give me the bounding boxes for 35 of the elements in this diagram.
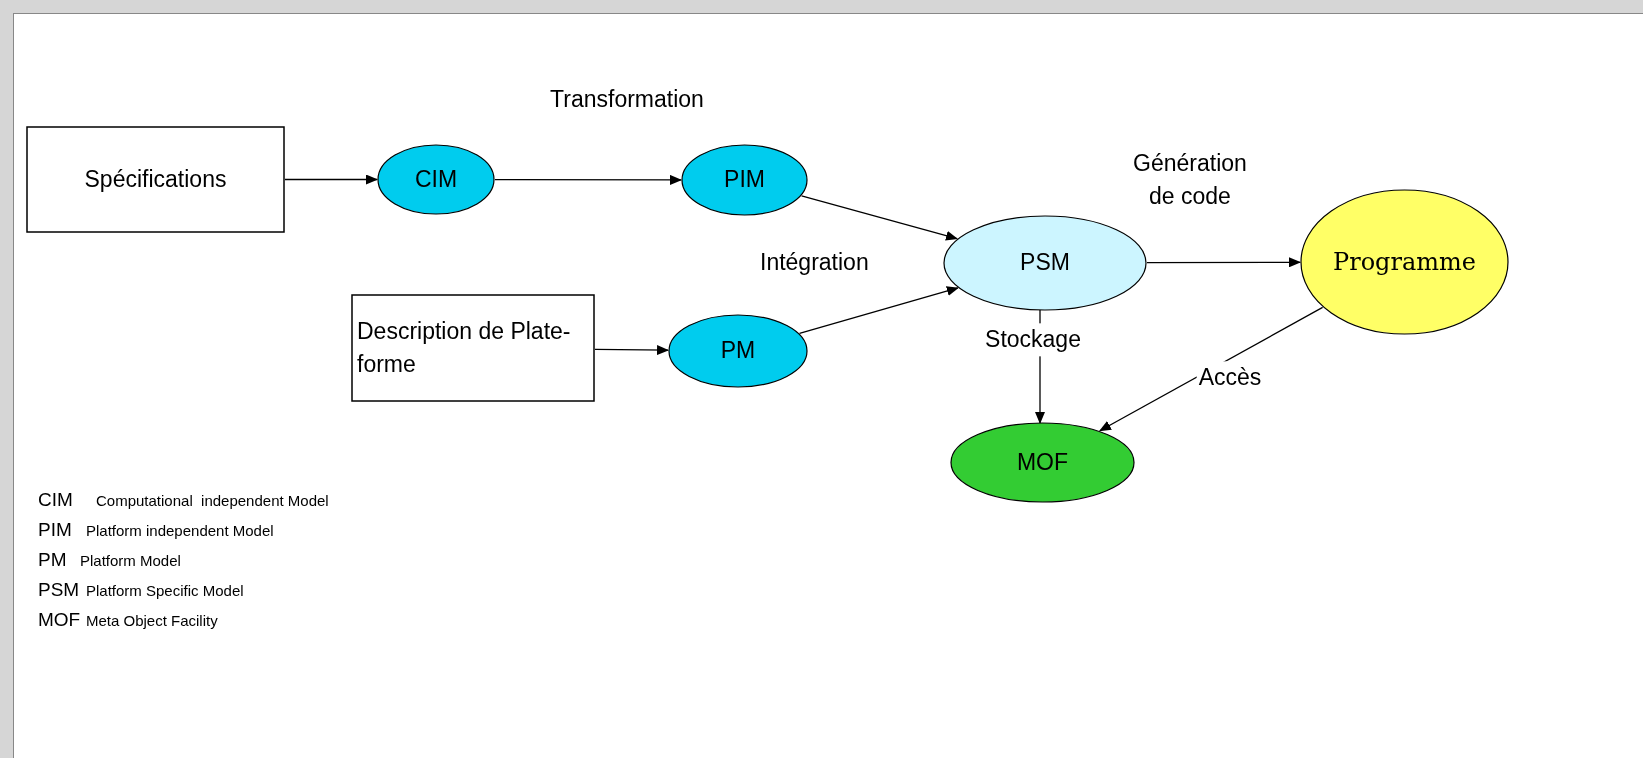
edge-label: Stockage <box>983 323 1083 357</box>
annotation-label: Intégration <box>760 249 869 276</box>
arrow <box>594 345 669 356</box>
arrow <box>494 174 682 185</box>
arrow <box>1099 306 1324 432</box>
abbreviation-definition: Platform Specific Model <box>86 582 244 599</box>
process-box <box>351 294 595 402</box>
process-box <box>26 126 285 233</box>
node-label: Programme <box>1333 246 1476 278</box>
abbreviation: PSM <box>38 579 80 601</box>
arrow <box>284 174 378 185</box>
node-label: Description de Plate-forme <box>357 316 572 379</box>
abbreviation: PM <box>38 549 67 571</box>
node-label: PM <box>720 336 756 366</box>
arrow <box>1146 257 1301 268</box>
abbreviation-definition: Meta Object Facility <box>86 612 218 629</box>
model-ellipse <box>1300 189 1509 335</box>
abbreviation: CIM <box>38 489 73 511</box>
arrow <box>800 195 958 241</box>
abbreviation: PIM <box>38 519 72 541</box>
abbreviation-definition: Platform independent Model <box>86 522 274 539</box>
node-label: Spécifications <box>84 164 227 194</box>
abbreviation-definition: Platform Model <box>80 552 181 569</box>
node-label: PSM <box>1020 248 1070 278</box>
model-ellipse <box>377 144 495 215</box>
abbreviation-definition: Computational independent Model <box>96 492 329 509</box>
node-label: MOF <box>1016 447 1069 477</box>
arrow <box>798 286 959 334</box>
model-ellipse <box>668 314 808 388</box>
model-ellipse <box>950 422 1135 503</box>
model-ellipse <box>943 215 1147 311</box>
node-label: PIM <box>724 165 765 195</box>
abbreviation: MOF <box>38 609 81 631</box>
model-ellipse <box>681 144 808 216</box>
node-label: CIM <box>414 164 458 194</box>
